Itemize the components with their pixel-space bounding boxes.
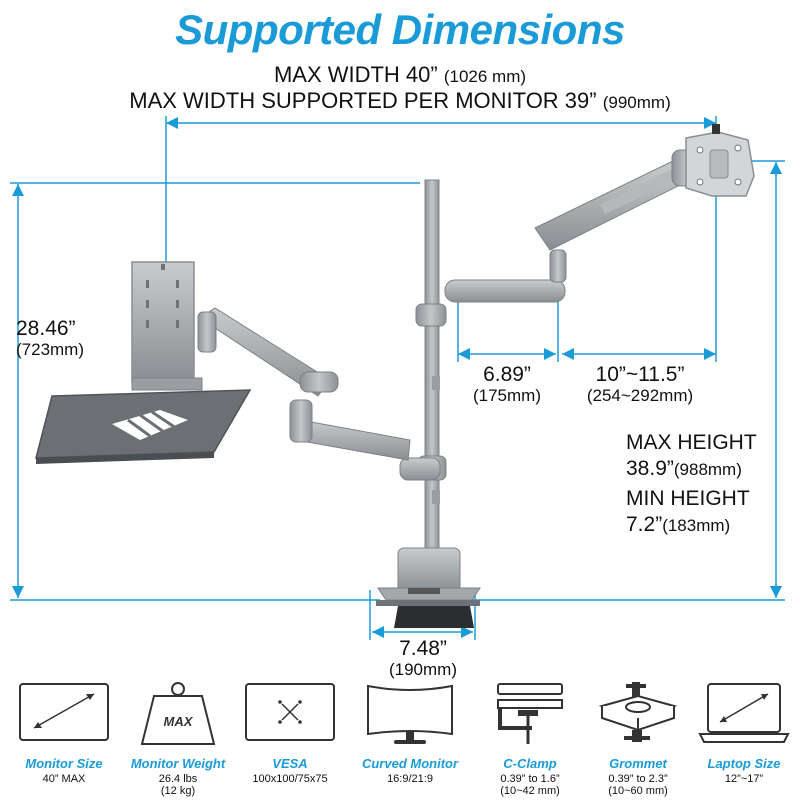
feature-title-vesa: VESA xyxy=(272,756,308,771)
feature-title-c-clamp: C-Clamp xyxy=(503,756,557,771)
feature-title-grommet: Grommet xyxy=(609,756,667,771)
monitor-arm-illustration xyxy=(10,116,785,640)
arm-segment-2-metric: (254~292mm) xyxy=(586,386,694,405)
feature-title-monitor-weight: Monitor Weight xyxy=(130,756,226,771)
max-height-dimension: MAX HEIGHT 38.9”(988mm) xyxy=(626,432,776,480)
feature-value-monitor-size: 40” MAX xyxy=(42,773,86,785)
laptop-size-icon xyxy=(698,683,790,743)
max-width-label: MAX WIDTH 40” xyxy=(273,62,438,87)
feature-value-laptop-size: 12”~17” xyxy=(724,773,764,785)
base-width-metric: (190mm) xyxy=(388,660,457,679)
min-height-label: MIN HEIGHT xyxy=(626,487,750,510)
arm-segment-1-metric: (175mm) xyxy=(472,386,541,405)
max-width-heading: MAX WIDTH 40” (1026 mm) xyxy=(0,62,800,88)
min-height-metric: (183mm) xyxy=(662,516,731,535)
c-clamp-icon xyxy=(497,683,563,744)
left-height-value: 28.46” xyxy=(16,317,76,340)
max-height-value: 38.9” xyxy=(626,457,674,480)
weight-icon-text: MAX xyxy=(164,714,194,729)
max-width-per-monitor-label: MAX WIDTH SUPPORTED PER MONITOR 39” xyxy=(129,88,597,113)
feature-value-vesa: 100x100/75x75 xyxy=(252,773,328,785)
feature-value-grommet-mm: (10~60 mm) xyxy=(608,785,668,797)
feature-value-monitor-weight-lbs: 26.4 lbs xyxy=(158,773,198,785)
feature-value-curved-monitor: 16:9/21:9 xyxy=(387,773,433,785)
max-width-per-monitor-heading: MAX WIDTH SUPPORTED PER MONITOR 39” (990… xyxy=(0,88,800,114)
grommet-icon xyxy=(598,682,678,742)
max-height-label: MAX HEIGHT xyxy=(626,431,757,454)
feature-title-monitor-size: Monitor Size xyxy=(25,756,103,771)
base-width-value: 7.48” xyxy=(399,637,447,660)
weight-icon: MAX xyxy=(140,682,216,745)
arm-segment-1-value: 6.89” xyxy=(483,363,531,386)
feature-value-grommet-in: 0.39” to 2.3” xyxy=(608,773,668,785)
feature-title-curved-monitor: Curved Monitor xyxy=(361,756,459,771)
page-title: Supported Dimensions xyxy=(175,6,625,53)
feature-title-laptop-size: Laptop Size xyxy=(707,756,781,771)
feature-value-c-clamp-in: 0.39” to 1.6” xyxy=(500,773,560,785)
left-height-dimension: 28.46” (723mm) xyxy=(16,318,116,360)
max-height-metric: (988mm) xyxy=(673,460,742,479)
max-width-per-monitor-metric: (990mm) xyxy=(602,93,671,112)
arm-segment-2-value: 10”~11.5” xyxy=(595,363,685,386)
arm-segment-2-dimension: 10”~11.5” (254~292mm) xyxy=(570,364,710,406)
monitor-size-icon xyxy=(19,683,109,741)
max-width-metric: (1026 mm) xyxy=(443,67,527,86)
feature-value-c-clamp-mm: (10~42 mm) xyxy=(500,785,560,797)
left-height-metric: (723mm) xyxy=(16,340,85,359)
vesa-icon xyxy=(245,683,335,741)
dimension-lines xyxy=(10,116,785,640)
min-height-value: 7.2” xyxy=(626,513,663,536)
feature-value-monitor-weight-kg: (12 kg) xyxy=(160,785,196,797)
min-height-dimension: MIN HEIGHT 7.2”(183mm) xyxy=(626,488,776,536)
curved-monitor-icon xyxy=(367,684,453,744)
base-width-dimension: 7.48” (190mm) xyxy=(368,638,478,680)
arm-segment-1-dimension: 6.89” (175mm) xyxy=(452,364,562,406)
